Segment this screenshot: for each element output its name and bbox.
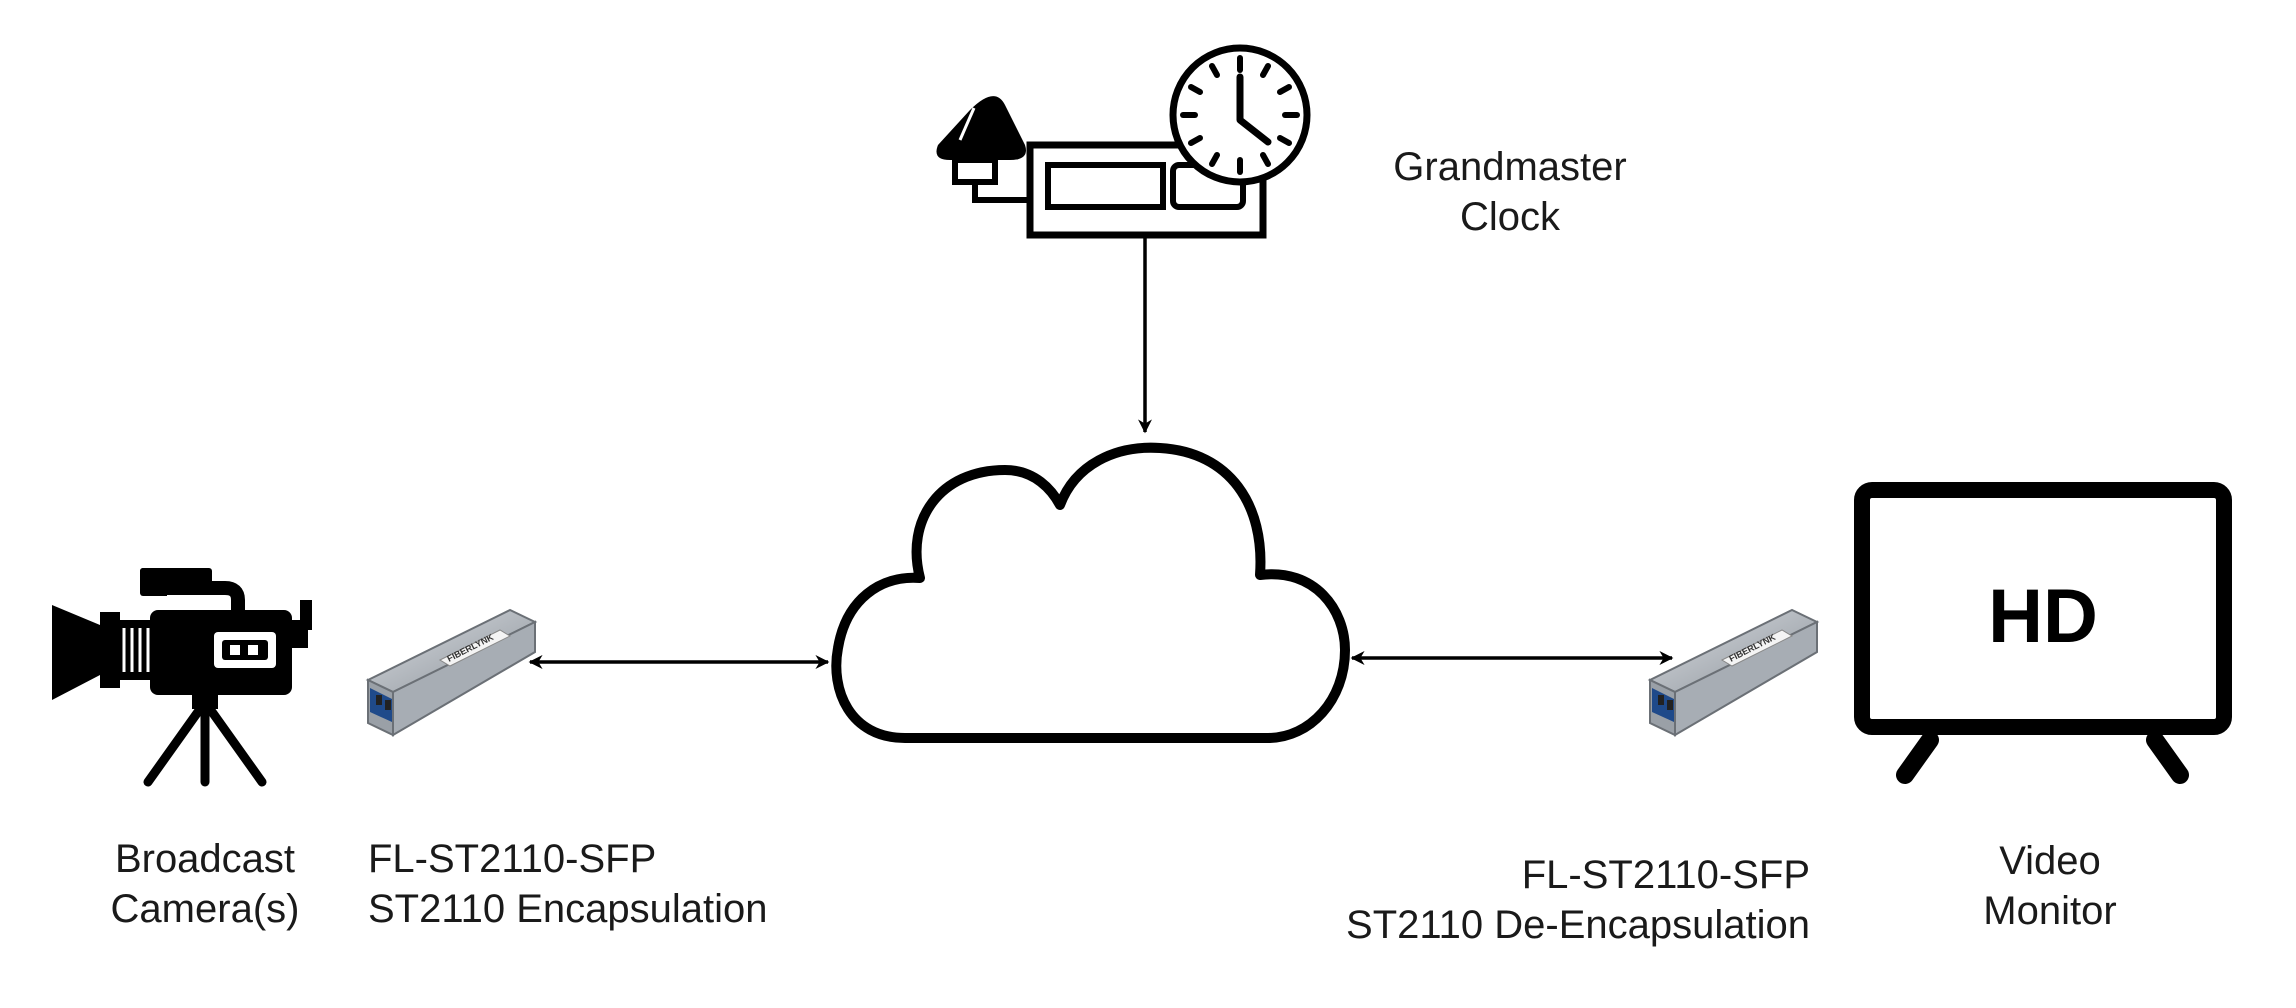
video-monitor-icon: HD — [1854, 482, 2232, 784]
grandmaster-clock-icon — [936, 44, 1311, 239]
sfp-encap-label: FL-ST2110-SFP ST2110 Encapsulation — [368, 834, 828, 934]
monitor-screen-text: HD — [1988, 574, 2098, 659]
camera-label-line2: Camera(s) — [110, 887, 300, 931]
monitor-label: Video Monitor — [1920, 836, 2180, 936]
sfp-module-encap-icon: FIBERLYNK — [365, 608, 538, 737]
sfp-decap-label-line2: ST2110 De-Encapsulation — [1346, 903, 1810, 947]
broadcast-camera-icon — [52, 568, 312, 787]
monitor-label-line2: Monitor — [1983, 889, 2117, 933]
grandmaster-clock-label-line2: Clock — [1459, 195, 1561, 239]
sfp-module-decap-icon: FIBERLYNK — [1647, 608, 1820, 737]
monitor-label-line1: Video — [1999, 839, 2101, 883]
network-cloud-icon — [831, 442, 1350, 743]
sfp-encap-label-line2: ST2110 Encapsulation — [368, 887, 768, 931]
grandmaster-clock-label-line1: Grandmaster — [1393, 145, 1627, 189]
sfp-decap-label: FL-ST2110-SFP ST2110 De-Encapsulation — [1250, 850, 1810, 950]
camera-label: Broadcast Camera(s) — [80, 834, 330, 934]
sfp-encap-label-line1: FL-ST2110-SFP — [368, 837, 657, 881]
camera-label-line1: Broadcast — [114, 837, 296, 881]
grandmaster-clock-label: Grandmaster Clock — [1360, 142, 1660, 242]
sfp-decap-label-line1: FL-ST2110-SFP — [1521, 853, 1810, 897]
